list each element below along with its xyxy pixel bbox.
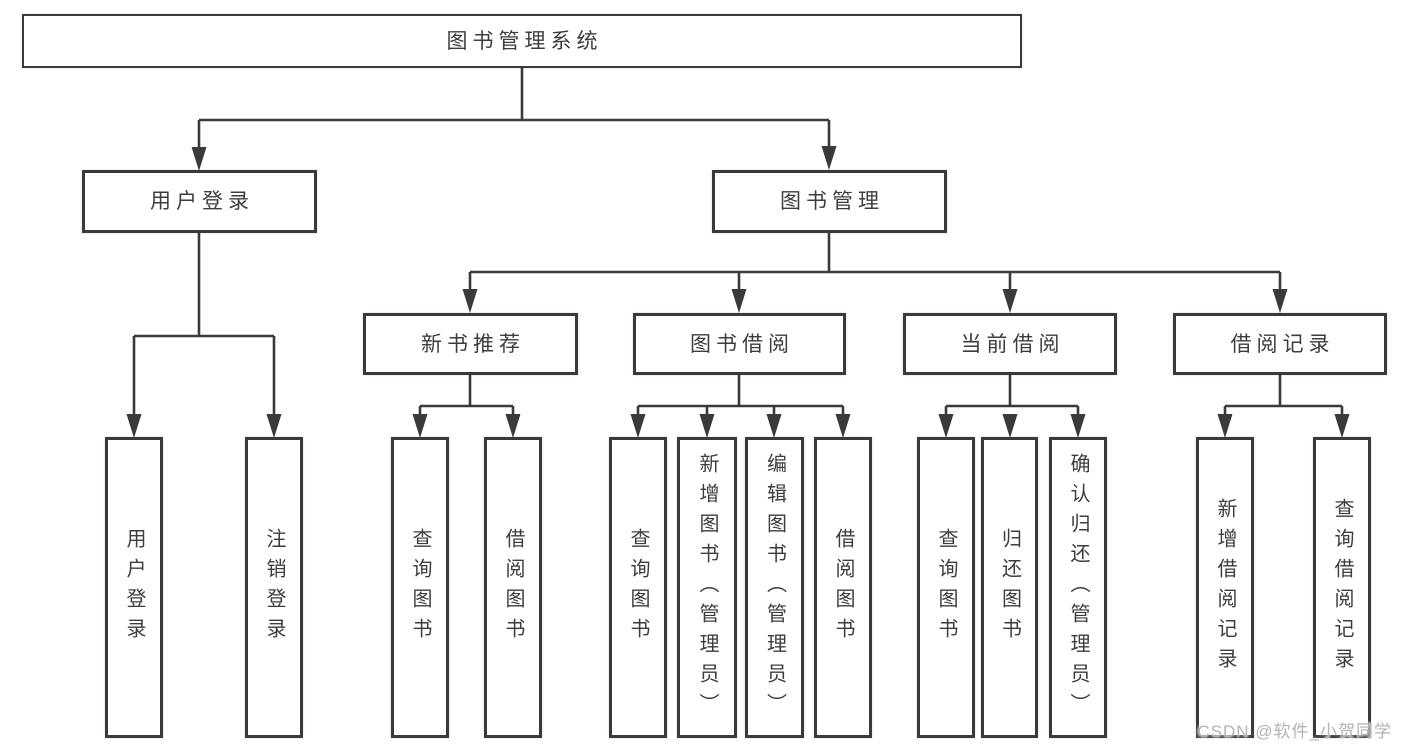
arrowhead-leaf-edit-book bbox=[766, 414, 782, 438]
arrowhead-leaf-add-book bbox=[699, 414, 715, 438]
leaf-borrow-books: 借阅图书 bbox=[814, 437, 872, 738]
node-user-login-branch: 用户登录 bbox=[82, 170, 317, 233]
leaf-query-books-current: 查询图书 bbox=[917, 437, 975, 738]
leaf-add-borrow-record: 新增借阅记录 bbox=[1196, 437, 1254, 738]
arrowhead-borrow-records bbox=[1272, 289, 1288, 313]
edge-book-management-children bbox=[468, 233, 1282, 291]
leaf-confirm-return-admin: 确认归还（管理员） bbox=[1049, 437, 1107, 738]
leaf-query-books-recommend: 查询图书 bbox=[391, 437, 449, 738]
edge-current-borrow-children bbox=[944, 375, 1080, 416]
edge-borrow-records-children bbox=[1223, 375, 1344, 416]
arrowhead-leaf-user-login bbox=[126, 414, 142, 438]
arrowhead-user-login bbox=[191, 147, 207, 171]
edge-book-borrow-children bbox=[636, 375, 845, 416]
arrowhead-leaf-query-books-3 bbox=[938, 414, 954, 438]
arrowhead-leaf-return-book bbox=[1002, 414, 1018, 438]
leaf-borrow-books-recommend: 借阅图书 bbox=[484, 437, 542, 738]
leaf-edit-book-admin: 编辑图书（管理员） bbox=[745, 437, 804, 738]
leaf-logout: 注销登录 bbox=[245, 437, 303, 738]
arrowhead-leaf-confirm-return bbox=[1070, 414, 1086, 438]
arrowhead-book-borrow bbox=[731, 289, 747, 313]
arrowhead-current-borrow bbox=[1002, 289, 1018, 313]
arrowhead-leaf-borrow-books-1 bbox=[505, 414, 521, 438]
edge-new-book-recommend-children bbox=[418, 375, 515, 416]
arrowhead-leaf-query-borrow-record bbox=[1334, 414, 1350, 438]
node-new-book-recommend: 新书推荐 bbox=[363, 313, 578, 375]
leaf-query-borrow-record: 查询借阅记录 bbox=[1313, 437, 1371, 738]
leaf-user-login: 用户登录 bbox=[105, 437, 163, 738]
node-book-borrow: 图书借阅 bbox=[633, 313, 846, 375]
arrowhead-book-management bbox=[821, 146, 837, 170]
edge-user-login-children bbox=[132, 233, 276, 416]
node-book-management: 图书管理 bbox=[712, 170, 947, 233]
arrowhead-leaf-query-books-1 bbox=[412, 414, 428, 438]
node-library-system: 图书管理系统 bbox=[22, 14, 1022, 68]
arrowhead-leaf-logout bbox=[266, 414, 282, 438]
arrowhead-new-book-recommend bbox=[462, 289, 478, 313]
arrowhead-leaf-add-borrow-record bbox=[1217, 414, 1233, 438]
leaf-return-book: 归还图书 bbox=[981, 437, 1038, 738]
arrowhead-leaf-query-books-2 bbox=[630, 414, 646, 438]
leaf-add-book-admin: 新增图书（管理员） bbox=[677, 437, 737, 738]
leaf-query-books-borrow: 查询图书 bbox=[609, 437, 667, 738]
arrowhead-leaf-borrow-books-2 bbox=[835, 414, 851, 438]
node-borrow-records: 借阅记录 bbox=[1173, 313, 1387, 375]
edge-root-to-level2 bbox=[197, 68, 831, 150]
csdn-watermark: CSDN @软件_小贺同学 bbox=[1197, 722, 1392, 741]
node-current-borrow: 当前借阅 bbox=[903, 313, 1117, 375]
